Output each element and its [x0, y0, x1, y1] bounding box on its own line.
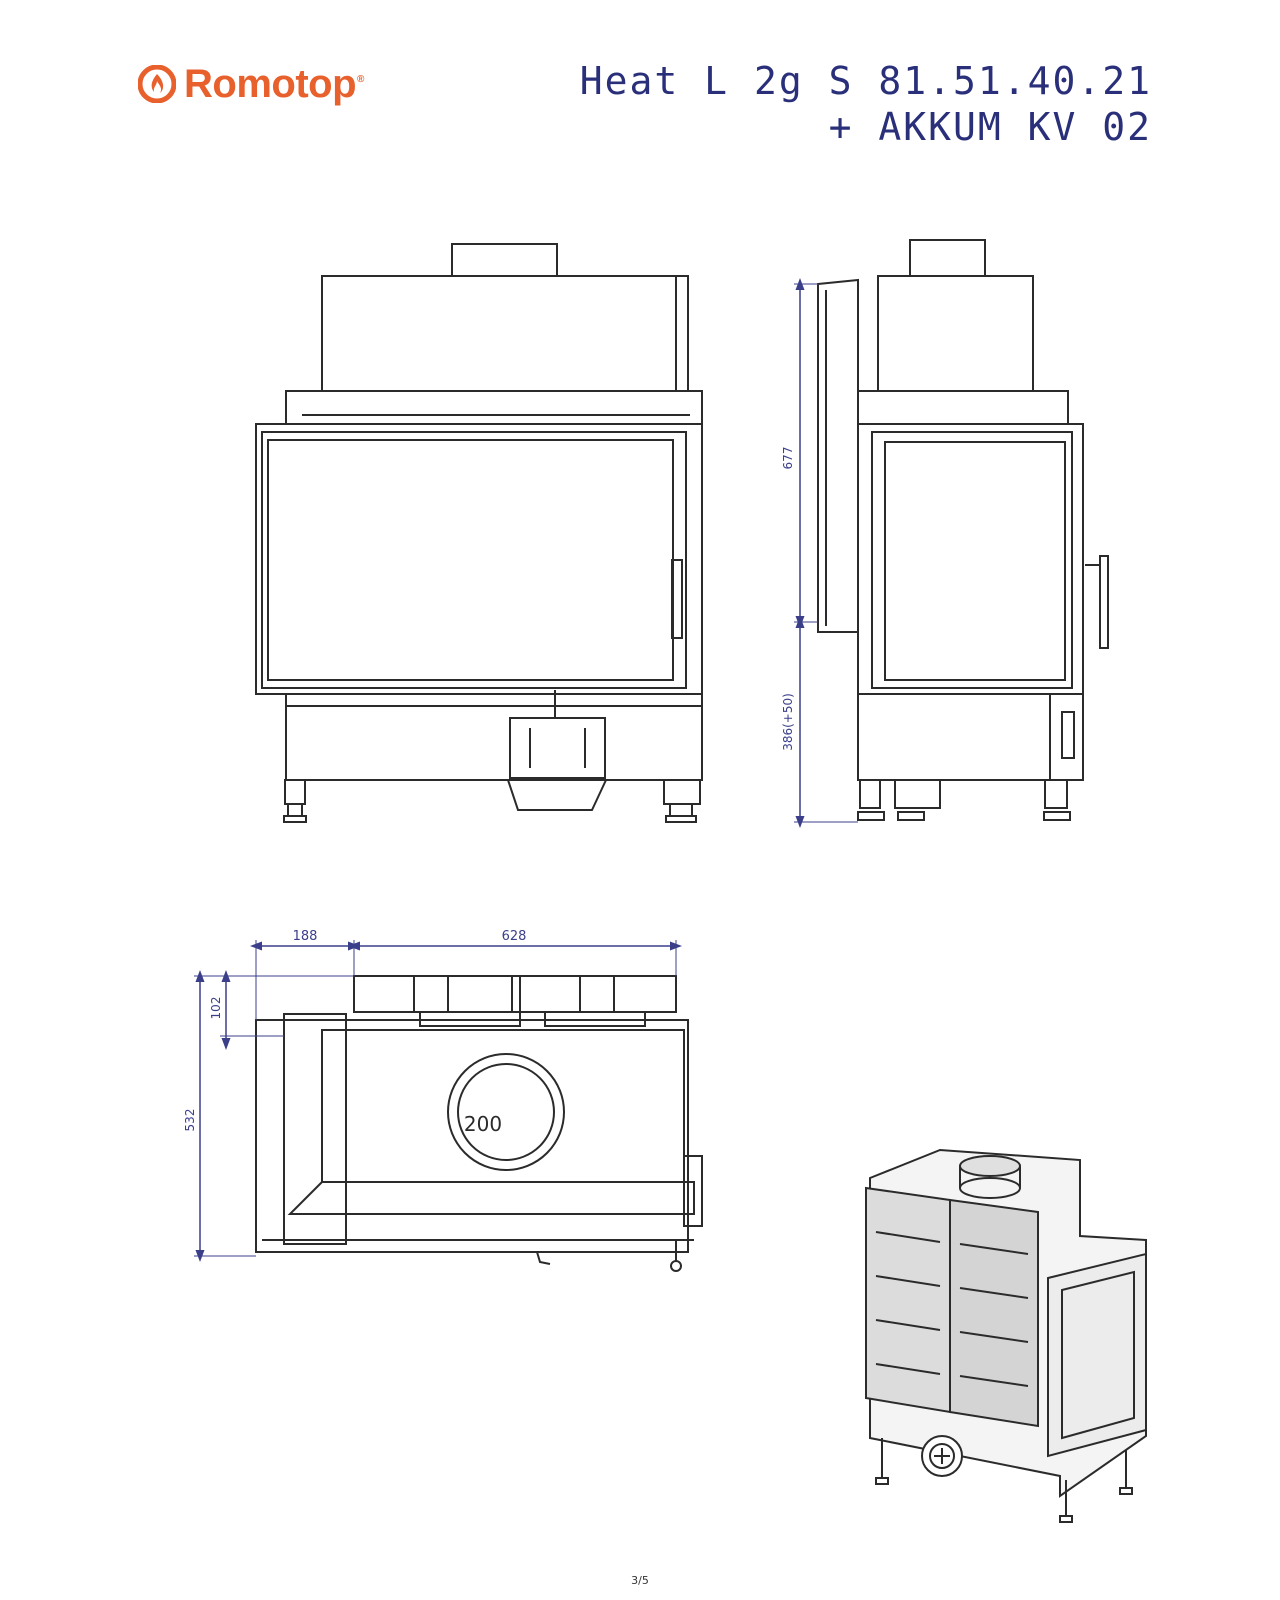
dimension-side-lower: 386(+50) — [781, 693, 795, 751]
top-view — [255, 975, 703, 1272]
front-view — [255, 243, 703, 823]
product-title-line1: Heat L 2g S 81.51.40.21 — [579, 59, 1152, 103]
flue-diameter-label: 200 — [464, 1112, 502, 1136]
brand-logo: Romotop® — [138, 58, 364, 110]
dimension-side-upper: 677 — [781, 447, 795, 470]
product-title: Heat L 2g S 81.51.40.21 + AKKUM KV 02 — [580, 58, 1152, 150]
brand-name: Romotop® — [184, 61, 364, 106]
side-view — [817, 239, 1109, 821]
dimension-top-width: 628 — [502, 929, 527, 944]
side-dimensions: 677 386(+50) — [781, 278, 858, 828]
product-title-line2: + AKKUM KV 02 — [828, 105, 1152, 149]
dimension-top-left: 188 — [293, 929, 318, 944]
flame-icon — [138, 65, 176, 103]
dimension-top-depth: 532 — [183, 1109, 197, 1132]
top-dimensions: 188 628 102 532 — [183, 929, 682, 1262]
dimension-top-depth-small: 102 — [209, 997, 223, 1020]
isometric-view — [865, 1148, 1147, 1523]
page-number: 3/5 — [631, 1574, 649, 1587]
